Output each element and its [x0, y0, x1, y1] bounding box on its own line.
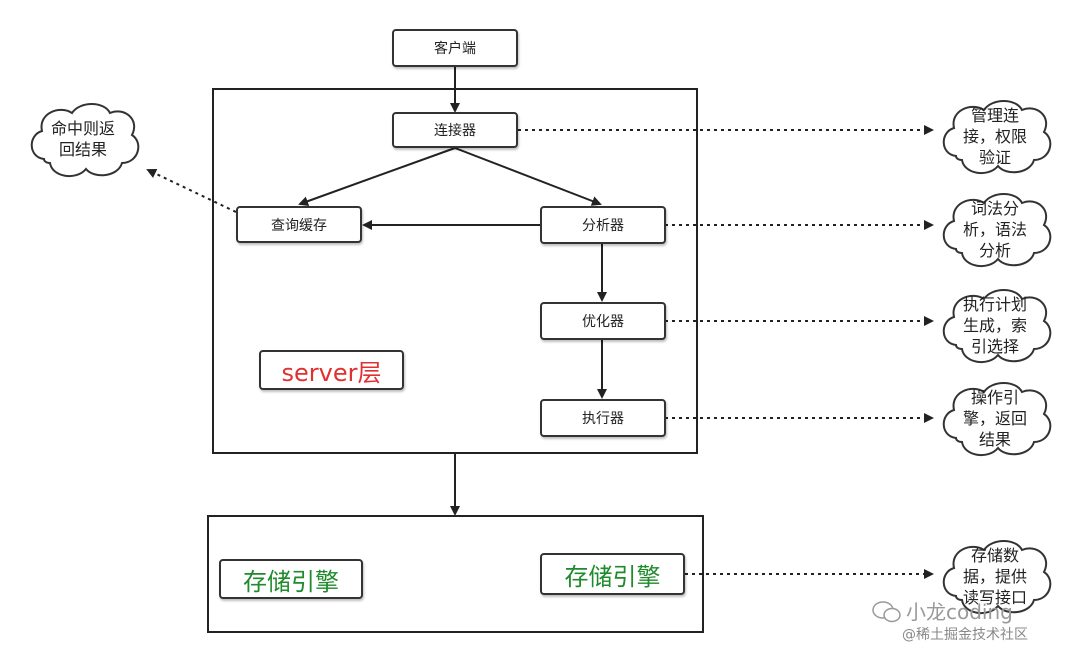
- note-analyzer-text: 词法分析，语法分析: [962, 198, 1027, 260]
- cloud-shape-icon: [942, 382, 1052, 457]
- cloud-shape-icon: [942, 540, 1052, 615]
- storage-layer: [207, 515, 704, 633]
- analyzer-node: 分析器: [540, 206, 666, 244]
- note-cache-hit: 命中则返回结果: [22, 97, 144, 181]
- note-optimizer-text: 执行计划生成，索引选择: [962, 294, 1027, 356]
- cloud-shape-icon: [942, 289, 1052, 364]
- query-cache-node: 查询缓存: [236, 206, 362, 243]
- cloud-shape-icon: [942, 100, 1052, 175]
- note-connector: 管理连接，权限验证: [934, 94, 1056, 178]
- note-optimizer: 执行计划生成，索引选择: [934, 283, 1056, 367]
- note-executor-text: 操作引擎，返回结果: [962, 387, 1027, 449]
- client-node: 客户端: [392, 29, 518, 67]
- note-storage-text: 存储数据，提供读写接口: [962, 545, 1027, 607]
- cloud-shape-icon: [942, 193, 1052, 268]
- storage-engine-label-left: 存储引擎: [219, 559, 363, 599]
- note-storage: 存储数据，提供读写接口: [934, 534, 1056, 618]
- note-executor: 操作引擎，返回结果: [934, 376, 1056, 460]
- optimizer-node: 优化器: [540, 302, 666, 340]
- storage-engine-label-right: 存储引擎: [540, 553, 685, 595]
- connector-node: 连接器: [392, 112, 518, 148]
- note-analyzer: 词法分析，语法分析: [934, 187, 1056, 271]
- cloud-shape-icon: [30, 103, 140, 178]
- server-layer-label: server层: [259, 350, 404, 390]
- note-connector-text: 管理连接，权限验证: [962, 105, 1027, 167]
- edge-connector-cache: [298, 147, 456, 206]
- edge-connector-analyzer: [454, 147, 602, 206]
- executor-node: 执行器: [540, 399, 666, 437]
- wechat-icon: [872, 601, 901, 623]
- note-cache-hit-text: 命中则返回结果: [50, 119, 115, 159]
- watermark-community: @稀土掘金技术社区: [902, 627, 1028, 643]
- edge-cache-hit-note: [146, 168, 237, 213]
- watermark-author: 小龙coding: [906, 600, 1013, 624]
